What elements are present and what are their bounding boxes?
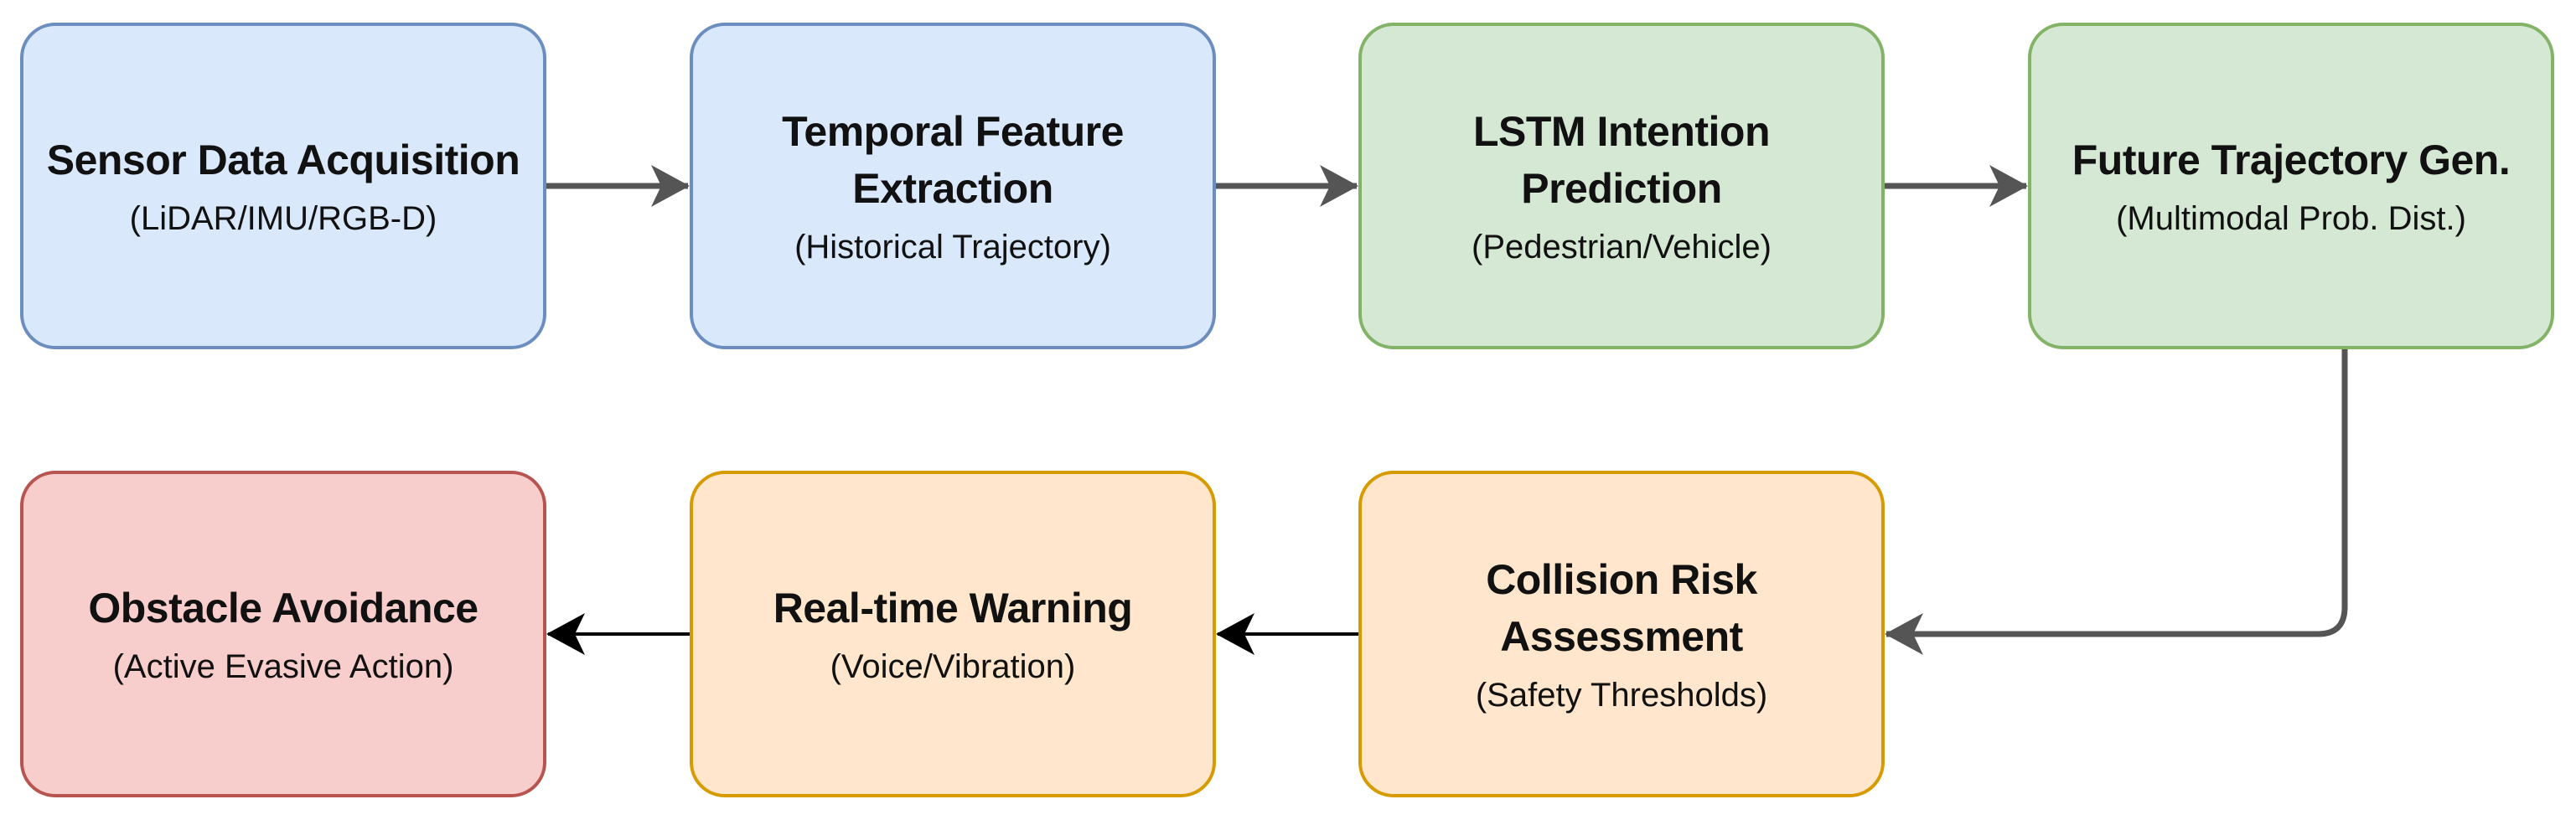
node-subtitle: (Safety Thresholds)	[1475, 677, 1768, 714]
node-subtitle: (Multimodal Prob. Dist.)	[2116, 200, 2466, 237]
node-lstm-intention-prediction: LSTM Intention Prediction (Pedestrian/Ve…	[1358, 23, 1885, 349]
node-title: Future Trajectory Gen.	[2072, 137, 2511, 183]
node-title: LSTM Intention Prediction	[1472, 108, 1771, 212]
node-title: Collision Risk Assessment	[1486, 556, 1757, 660]
arrow-future-to-collision	[1885, 349, 2348, 655]
node-subtitle: (Historical Trajectory)	[794, 229, 1111, 266]
node-obstacle-avoidance: Obstacle Avoidance (Active Evasive Actio…	[20, 471, 546, 797]
node-temporal-feature-extraction: Temporal Feature Extraction (Historical …	[690, 23, 1216, 349]
node-subtitle: (Voice/Vibration)	[830, 648, 1076, 685]
node-future-trajectory-gen: Future Trajectory Gen. (Multimodal Prob.…	[2028, 23, 2554, 349]
node-sensor-data-acquisition: Sensor Data Acquisition (LiDAR/IMU/RGB-D…	[20, 23, 546, 349]
node-title: Temporal Feature Extraction	[782, 108, 1124, 212]
node-subtitle: (LiDAR/IMU/RGB-D)	[129, 200, 437, 237]
node-title: Real-time Warning	[773, 585, 1133, 632]
node-subtitle: (Active Evasive Action)	[112, 648, 454, 685]
node-real-time-warning: Real-time Warning (Voice/Vibration)	[690, 471, 1216, 797]
node-collision-risk-assessment: Collision Risk Assessment (Safety Thresh…	[1358, 471, 1885, 797]
node-subtitle: (Pedestrian/Vehicle)	[1472, 229, 1772, 266]
node-title: Obstacle Avoidance	[88, 585, 478, 632]
node-title: Sensor Data Acquisition	[46, 137, 520, 183]
